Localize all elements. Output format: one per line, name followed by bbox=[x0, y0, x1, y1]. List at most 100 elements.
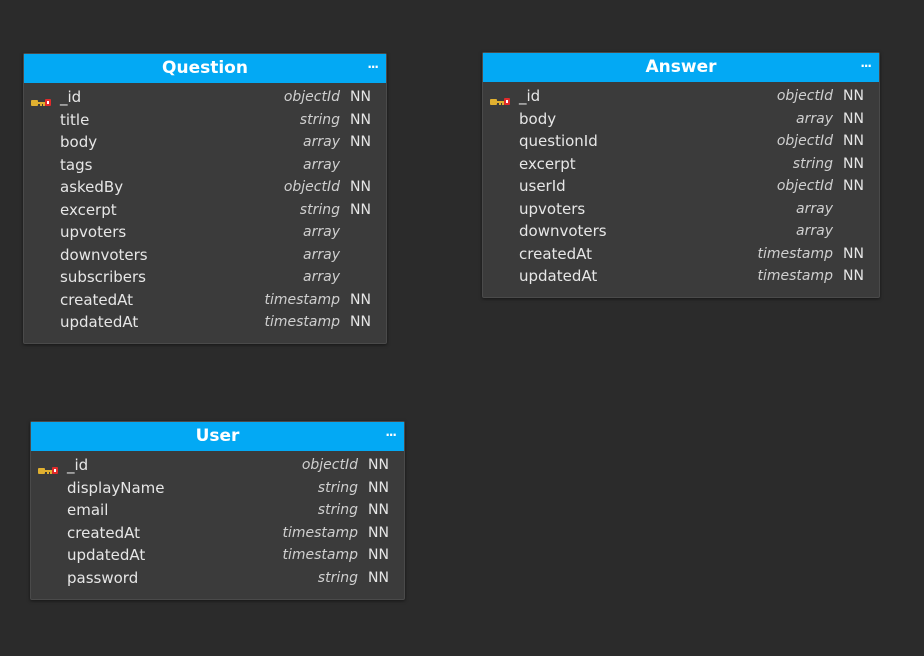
field-name: excerpt bbox=[519, 154, 576, 173]
field-not-null: NN bbox=[368, 524, 389, 541]
field-not-null: NN bbox=[368, 457, 389, 473]
field-row[interactable]: _id objectId NN bbox=[24, 86, 386, 109]
field-name: _id bbox=[519, 87, 541, 105]
field-type: objectId bbox=[283, 179, 340, 195]
key-icon bbox=[38, 460, 58, 474]
field-not-null: NN bbox=[350, 201, 371, 218]
field-type: array bbox=[303, 224, 340, 240]
field-type: string bbox=[299, 111, 340, 128]
field-type: objectId bbox=[283, 89, 340, 105]
field-type: array bbox=[303, 246, 340, 263]
table-header[interactable]: Question ··· bbox=[24, 54, 386, 83]
field-name: displayName bbox=[67, 478, 165, 497]
field-row[interactable]: askedBy objectId NN bbox=[24, 176, 386, 199]
field-name: email bbox=[67, 501, 109, 519]
table-menu-icon[interactable]: ··· bbox=[860, 59, 872, 73]
field-name: updatedAt bbox=[519, 267, 598, 285]
field-row[interactable]: body array NN bbox=[24, 131, 386, 154]
field-not-null: NN bbox=[843, 110, 864, 127]
field-type: string bbox=[299, 201, 340, 218]
field-not-null: NN bbox=[368, 479, 389, 496]
field-name: tags bbox=[60, 155, 93, 174]
field-not-null: NN bbox=[350, 134, 371, 150]
field-type: array bbox=[303, 134, 340, 150]
table-menu-icon[interactable]: ··· bbox=[385, 428, 397, 442]
field-type: objectId bbox=[776, 88, 833, 104]
field-row[interactable]: updatedAt timestamp NN bbox=[31, 544, 404, 567]
field-name: excerpt bbox=[60, 200, 117, 219]
field-type: timestamp bbox=[264, 314, 340, 330]
field-row[interactable]: body array NN bbox=[483, 108, 879, 131]
field-name: body bbox=[60, 133, 98, 151]
field-type: objectId bbox=[301, 457, 358, 473]
field-not-null: NN bbox=[843, 133, 864, 149]
field-not-null: NN bbox=[843, 88, 864, 104]
field-type: timestamp bbox=[757, 245, 833, 262]
field-type: string bbox=[792, 155, 833, 172]
field-row[interactable]: updatedAt timestamp NN bbox=[483, 265, 879, 288]
field-name: updatedAt bbox=[67, 546, 146, 564]
table-title: User bbox=[195, 426, 240, 446]
field-not-null: NN bbox=[843, 155, 864, 172]
field-type: objectId bbox=[776, 178, 833, 194]
field-not-null: NN bbox=[843, 245, 864, 262]
field-row[interactable]: upvoters array bbox=[24, 221, 386, 244]
field-name: password bbox=[67, 568, 139, 587]
field-row[interactable]: excerpt string NN bbox=[24, 199, 386, 222]
field-type: array bbox=[303, 269, 340, 285]
field-name: _id bbox=[60, 88, 82, 106]
field-name: questionId bbox=[519, 132, 598, 150]
field-type: timestamp bbox=[282, 547, 358, 563]
field-type: timestamp bbox=[757, 268, 833, 284]
field-not-null: NN bbox=[368, 502, 389, 518]
field-row[interactable]: excerpt string NN bbox=[483, 153, 879, 176]
field-name: _id bbox=[67, 456, 89, 474]
field-name: downvoters bbox=[60, 245, 148, 264]
table-header[interactable]: User ··· bbox=[31, 422, 404, 451]
field-row[interactable]: userId objectId NN bbox=[483, 175, 879, 198]
field-type: array bbox=[796, 110, 833, 127]
field-name: askedBy bbox=[60, 178, 124, 196]
field-not-null: NN bbox=[350, 111, 371, 128]
field-row[interactable]: title string NN bbox=[24, 109, 386, 132]
field-row[interactable]: downvoters array bbox=[24, 244, 386, 267]
field-not-null: NN bbox=[368, 569, 389, 586]
field-not-null: NN bbox=[350, 179, 371, 195]
field-not-null: NN bbox=[843, 178, 864, 194]
field-name: title bbox=[60, 110, 90, 129]
field-row[interactable]: _id objectId NN bbox=[483, 85, 879, 108]
key-icon bbox=[490, 91, 510, 105]
field-type: array bbox=[796, 200, 833, 217]
field-not-null: NN bbox=[368, 547, 389, 563]
field-name: body bbox=[519, 109, 557, 128]
field-not-null: NN bbox=[350, 89, 371, 105]
field-name: downvoters bbox=[519, 222, 607, 240]
field-name: userId bbox=[519, 177, 566, 195]
field-name: createdAt bbox=[60, 290, 134, 309]
field-name: updatedAt bbox=[60, 313, 139, 331]
table-header[interactable]: Answer ··· bbox=[483, 53, 879, 82]
field-type: timestamp bbox=[264, 291, 340, 308]
field-row[interactable]: _id objectId NN bbox=[31, 454, 404, 477]
field-name: upvoters bbox=[60, 223, 127, 241]
table-menu-icon[interactable]: ··· bbox=[367, 60, 379, 74]
field-not-null: NN bbox=[843, 268, 864, 284]
